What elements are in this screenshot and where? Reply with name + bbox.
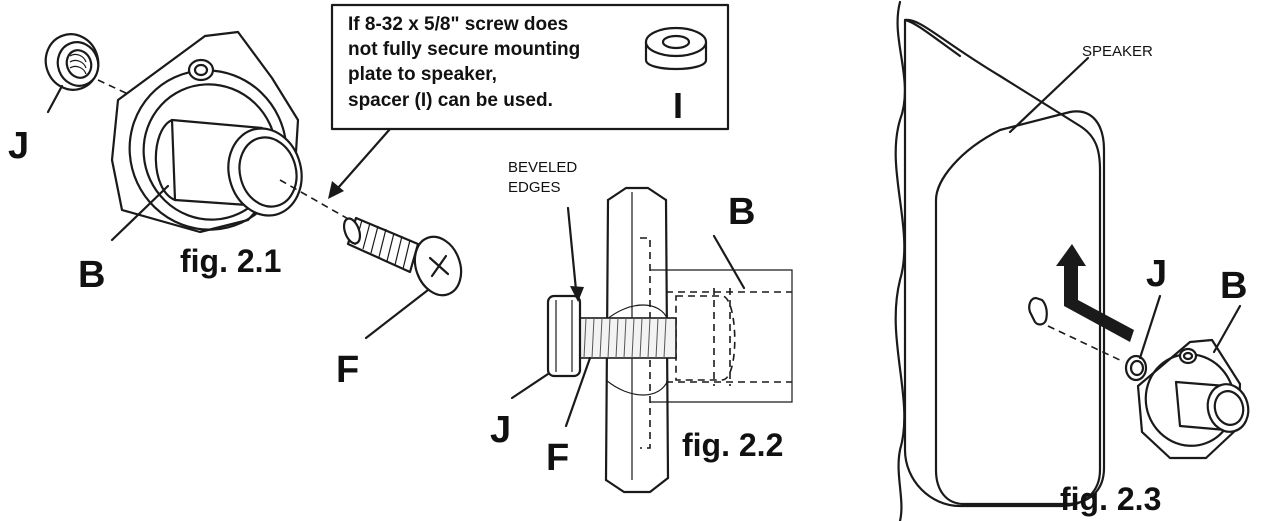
speaker-cabinet-drawing (894, 0, 1106, 521)
alignment-line-screw (279, 179, 351, 221)
leader-b-3 (1212, 304, 1242, 354)
fig-2-1-group: J B F fig. 2.1 (8, 30, 463, 391)
callout-arrow-head (328, 181, 344, 199)
spacer-i-drawing (644, 26, 708, 71)
part-label-j-2: J (490, 409, 511, 451)
part-label-f: F (336, 349, 359, 391)
mounting-plate-b-drawing (110, 30, 303, 234)
part-label-j: J (8, 125, 29, 167)
plate-b-section (650, 269, 793, 403)
beveled-label-line2: EDGES (508, 179, 561, 196)
fig-2-3-group: SPEAKER J B fig. 2.3 (894, 0, 1250, 521)
spacer-callout: If 8-32 x 5/8" screw does not fully secu… (328, 3, 730, 199)
leader-j-3 (1138, 294, 1162, 360)
leader-b-2 (712, 234, 746, 290)
alignment-line-2-3 (1047, 325, 1125, 363)
figure-caption-2-2: fig. 2.2 (682, 427, 783, 463)
beveled-label-line1: BEVELED (508, 159, 577, 176)
callout-line-1: If 8-32 x 5/8" screw does (348, 14, 568, 35)
speaker-label: SPEAKER (1082, 43, 1153, 60)
part-label-j-3: J (1146, 253, 1167, 295)
beveled-arrow-line (566, 206, 578, 292)
leader-j-2 (510, 372, 550, 400)
beveled-arrow-head (570, 286, 584, 302)
install-arrow (1056, 244, 1134, 342)
callout-line-3: plate to speaker, (348, 64, 497, 85)
part-label-b: B (78, 254, 105, 296)
figure-caption-2-3: fig. 2.3 (1060, 481, 1161, 517)
screw-f-drawing (342, 216, 463, 297)
part-label-b-2: B (728, 191, 755, 233)
nut-j-drawing (44, 33, 100, 91)
callout-line-2: not fully secure mounting (348, 39, 580, 60)
leader-speaker (1008, 56, 1090, 134)
part-label-b-3: B (1220, 265, 1247, 307)
leader-f-2 (564, 356, 592, 428)
screw-shaft-drawing (579, 317, 677, 359)
callout-arrow-line (336, 127, 392, 190)
callout-line-4: spacer (I) can be used. (348, 90, 553, 111)
alignment-line-nut (97, 79, 131, 96)
leader-j (46, 84, 64, 114)
nut-j-small-drawing (1124, 354, 1148, 382)
figure-caption-2-1: fig. 2.1 (180, 243, 281, 279)
leader-b (110, 184, 170, 242)
nut-j-side-drawing (546, 294, 582, 378)
leader-f (364, 288, 430, 340)
screw-head-hidden (675, 295, 736, 381)
part-label-i: I (673, 85, 683, 126)
part-label-f-2: F (546, 437, 569, 479)
mounting-plate-b-small-drawing (1136, 338, 1250, 460)
fig-2-2-group: BEVELED EDGES B J F fig. 2.2 (490, 159, 793, 494)
